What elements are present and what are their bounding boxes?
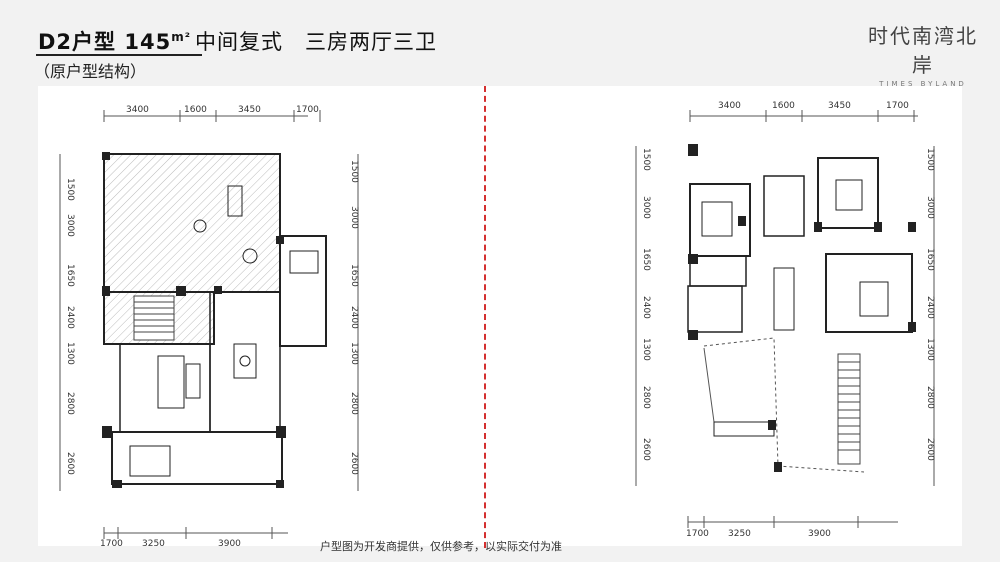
left-dimension-labels: 3400 1600 3450 1700 1700 3250 3900 1500 …: [65, 105, 359, 549]
left-right-dim-1: 1500: [349, 160, 359, 183]
floorplan-drawings: 3400 1600 3450 1700 1700 3250 3900 1500 …: [59, 101, 935, 549]
left-right-dim-4: 2400: [349, 306, 359, 329]
right-right-dim-6: 2800: [925, 386, 935, 409]
footer-note: 户型图为开发商提供，仅供参考，以实际交付为准: [320, 540, 562, 553]
right-top-dim-4: 1700: [886, 101, 909, 111]
right-bottom-dim-3: 3900: [808, 529, 831, 539]
right-right-dim-7: 2600: [925, 438, 935, 461]
title-code: D2户型 145: [38, 30, 172, 54]
subtitle: （原户型结构）: [34, 62, 147, 81]
left-bottom-dim-1: 1700: [100, 539, 123, 546]
left-top-dim-2: 1600: [184, 105, 207, 115]
right-bottom-dim-1: 1700: [686, 529, 709, 539]
brand-logo: 时代南湾北岸 TIMES BYLAND: [868, 20, 978, 88]
area-unit: m²: [171, 30, 191, 44]
right-side-dim-5: 1300: [641, 338, 651, 361]
title-underline: [36, 54, 202, 56]
left-right-dim-3: 1650: [349, 264, 359, 287]
left-right-dim-7: 2600: [349, 452, 359, 475]
right-side-dim-3: 1650: [641, 248, 651, 271]
right-right-dim-4: 2400: [925, 296, 935, 319]
right-side-dim-7: 2600: [641, 438, 651, 461]
right-top-dim-2: 1600: [772, 101, 795, 111]
right-side-dim-4: 2400: [641, 296, 651, 319]
right-dimension-labels: 3400 1600 3450 1700 1700 3250 3900 1500 …: [641, 101, 935, 539]
title-description: 中间复式 三房两厅三卫: [194, 30, 437, 54]
right-bottom-dim-2: 3250: [728, 529, 751, 539]
left-side-dim-7: 2600: [65, 452, 75, 475]
right-right-dim-2: 3000: [925, 196, 935, 219]
left-side-dim-1: 1500: [65, 178, 75, 201]
right-side-dim-1: 1500: [641, 148, 651, 171]
left-right-dim-2: 3000: [349, 206, 359, 229]
brand-name-en: TIMES BYLAND: [879, 80, 967, 88]
right-right-dim-5: 1300: [925, 338, 935, 361]
left-right-dim-5: 1300: [349, 342, 359, 365]
right-top-dim-3: 3450: [828, 101, 851, 111]
left-bottom-dim-3: 3900: [218, 539, 241, 546]
floorplan-panel: 3400 1600 3450 1700 1700 3250 3900 1500 …: [38, 86, 962, 549]
plan-divider-line: [484, 86, 486, 548]
right-top-dim-1: 3400: [718, 101, 741, 111]
left-side-dim-5: 1300: [65, 342, 75, 365]
right-floorplan: [635, 110, 935, 528]
left-top-dim-4: 1700: [296, 105, 319, 115]
left-right-dim-6: 2800: [349, 392, 359, 415]
left-top-dim-1: 3400: [126, 105, 149, 115]
right-side-dim-6: 2800: [641, 386, 651, 409]
right-right-dim-1: 1500: [925, 148, 935, 171]
left-bottom-dim-2: 3250: [142, 539, 165, 546]
left-side-dim-6: 2800: [65, 392, 75, 415]
left-side-dim-3: 1650: [65, 264, 75, 287]
left-top-dim-3: 3450: [238, 105, 261, 115]
left-floorplan: [59, 110, 359, 539]
right-side-dim-2: 3000: [641, 196, 651, 219]
left-side-dim-2: 3000: [65, 214, 75, 237]
right-right-dim-3: 1650: [925, 248, 935, 271]
brand-name-cn: 时代南湾北岸: [868, 24, 978, 77]
left-side-dim-4: 2400: [65, 306, 75, 329]
